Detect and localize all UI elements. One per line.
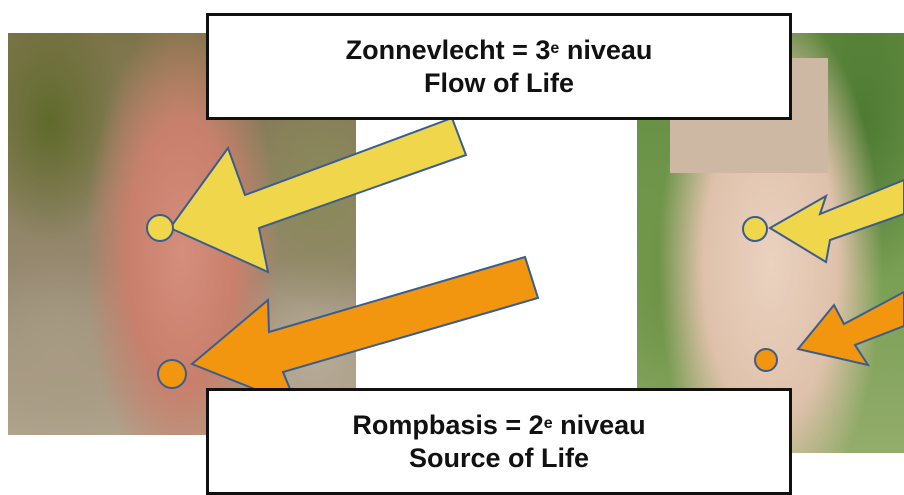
orange-arrow-left <box>192 257 538 406</box>
orange-arrow-right <box>798 292 904 365</box>
solar-plexus-marker-left <box>147 215 173 241</box>
base-marker-left <box>158 360 186 388</box>
solar-plexus-marker-right <box>743 217 767 241</box>
top-label-line2: Flow of Life <box>424 67 574 100</box>
yellow-arrow-left <box>170 118 466 272</box>
top-label-box: Zonnevlecht = 3e niveau Flow of Life <box>206 13 792 120</box>
bottom-label-line1: Rompbasis = 2e niveau <box>352 409 645 442</box>
bottom-label-box: Rompbasis = 2e niveau Source of Life <box>206 388 792 495</box>
yellow-arrow-right <box>770 180 904 262</box>
base-marker-right <box>755 349 777 371</box>
bottom-label-line2: Source of Life <box>409 442 589 475</box>
top-label-line1: Zonnevlecht = 3e niveau <box>346 34 653 67</box>
